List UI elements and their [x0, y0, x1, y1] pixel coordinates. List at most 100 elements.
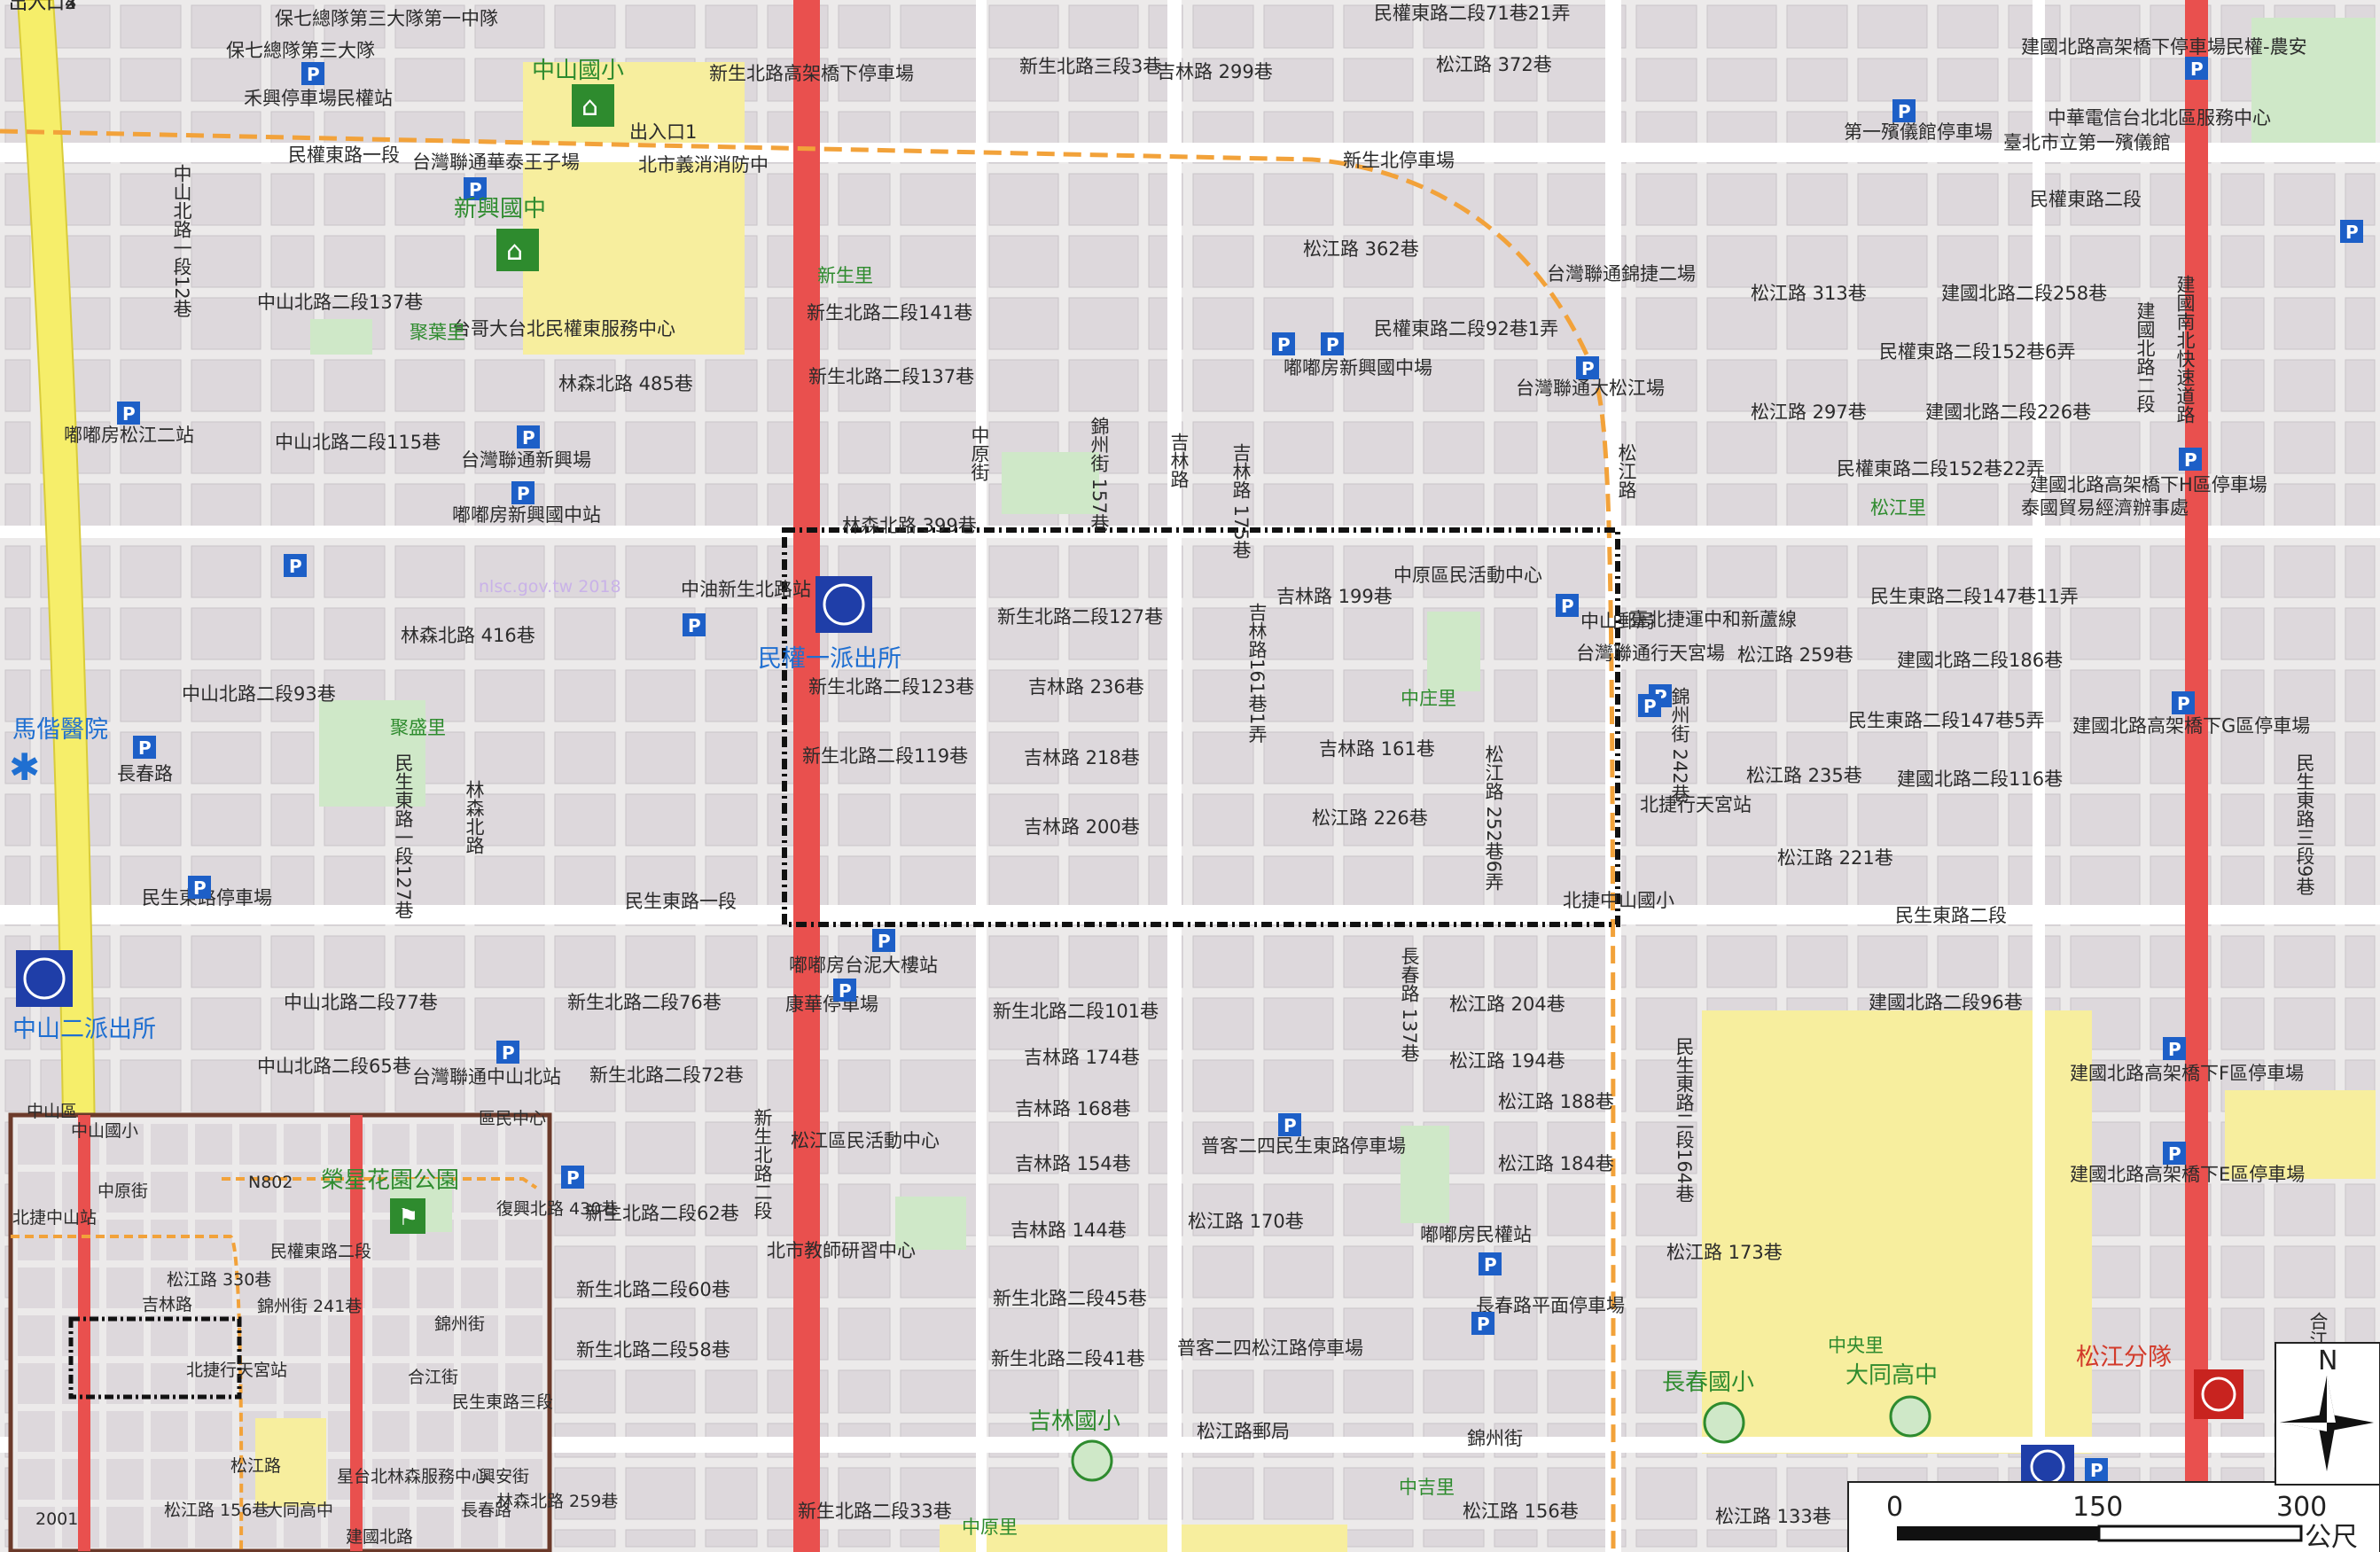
- street-label: 民權東路二段92巷1弄: [1374, 318, 1558, 339]
- street-label: 新生北路二段123巷: [808, 676, 974, 698]
- hospital-icon: ✱: [9, 745, 40, 789]
- svg-text:P: P: [839, 980, 852, 1002]
- street-label: 禾興停車場民權站: [244, 88, 393, 109]
- street-label: 台灣聯通中山北站: [412, 1066, 561, 1088]
- svg-text:⌂: ⌂: [506, 236, 523, 267]
- street-label: 民權東路二段71巷21弄: [1374, 3, 1570, 24]
- north-arrow[interactable]: N: [2275, 1342, 2380, 1486]
- svg-text:P: P: [688, 615, 701, 636]
- inset-label: 民權東路二段: [270, 1242, 371, 1261]
- street-label: 松江路 226巷: [1312, 807, 1428, 829]
- scale-bar[interactable]: 0 150 300 公尺: [1847, 1481, 2380, 1552]
- street-label: 臺北捷運中和新蘆線: [1629, 609, 1797, 630]
- svg-text:P: P: [2168, 1039, 2181, 1060]
- watermark: nlsc.gov.tw 2018: [479, 577, 621, 597]
- school-label-jilin: 吉林國小: [1028, 1408, 1120, 1435]
- study-area-boundary: [782, 527, 1620, 927]
- village-label: 中吉里: [1399, 1477, 1455, 1498]
- svg-text:P: P: [469, 179, 482, 200]
- street-label: 長春路平面停車場: [1476, 1295, 1625, 1316]
- fire-station-icon: [2194, 1369, 2243, 1419]
- police-label-minquan: 民權一派出所: [758, 645, 901, 673]
- village-label: 中庄里: [1401, 688, 1456, 709]
- street-label: 建國北路高架橋下F區停車場: [2070, 1063, 2304, 1084]
- vertical-street-label: 建國南北快速道路: [2174, 275, 2196, 424]
- street-label: 建國北路二段96巷: [1869, 992, 2023, 1013]
- inset-label: 北捷行天宮站: [186, 1361, 287, 1380]
- inset-label: 民生東路三段: [452, 1392, 553, 1412]
- street-label: 新生北路二段119巷: [802, 745, 968, 767]
- vertical-street-label: 中原街: [969, 425, 990, 481]
- inset-label: 松江路: [230, 1456, 281, 1476]
- street-label: 中山北路二段65巷: [257, 1056, 411, 1077]
- street-label: 新生北路二段141巷: [807, 302, 972, 324]
- svg-text:P: P: [2190, 58, 2204, 80]
- inset-label: N802: [248, 1173, 293, 1192]
- svg-text:P: P: [1477, 1314, 1490, 1335]
- vertical-street-label: 民生東路二段164巷: [1674, 1037, 1695, 1203]
- vertical-street-label: 民生東路三段9巷: [2294, 753, 2315, 895]
- street-label: 松江路 372巷: [1436, 54, 1552, 75]
- land-use: [310, 18, 2376, 1552]
- street-label: 新生北路二段127巷: [997, 606, 1163, 628]
- vertical-street-label: 吉林路161巷1弄: [1246, 603, 1268, 744]
- svg-text:⌂: ⌂: [581, 91, 598, 122]
- street-label: 中山北路二段137巷: [257, 292, 423, 313]
- street-label: 建國北路二段226巷: [1925, 402, 2091, 423]
- street-label: 臺北市立第一殯儀館: [2003, 132, 2171, 153]
- street-label: 台灣聯通行天宮場: [1576, 643, 1725, 664]
- street-label: 民權東路二段152巷22弄: [1837, 458, 2045, 480]
- street-label: 松江路 170巷: [1188, 1211, 1304, 1232]
- street-label: 松江路 173巷: [1666, 1242, 1783, 1263]
- street-label: 松江路 297巷: [1751, 402, 1867, 423]
- svg-text:P: P: [2177, 693, 2190, 714]
- street-label: 出入口1: [629, 121, 697, 143]
- svg-text:P: P: [1284, 1115, 1297, 1136]
- scale-tick-300: 300: [2276, 1492, 2327, 1523]
- street-label: 嘟嘟房松江二站: [64, 425, 194, 446]
- vertical-street-label: 松江路 252巷6弄: [1483, 745, 1504, 892]
- shelter-icon: [1071, 1439, 1113, 1482]
- inset-label: 長春路: [461, 1501, 511, 1520]
- street-label: 吉林路 199巷: [1276, 586, 1393, 607]
- street-label: 松江路 221巷: [1777, 847, 1893, 869]
- inset-label: 林森北路 259巷: [496, 1492, 618, 1511]
- svg-text:P: P: [502, 1042, 515, 1064]
- street-label: 建國北路二段186巷: [1897, 650, 2063, 671]
- street-label: 出入口2: [9, 0, 76, 13]
- street-label: 新生北路高架橋下停車場: [709, 63, 914, 84]
- street-label: 新生北路二段137巷: [808, 366, 974, 387]
- vertical-street-label: 民生東路一段127巷: [393, 753, 414, 919]
- metro-line: [0, 129, 1616, 1552]
- street-label: 新生北路二段60巷: [576, 1279, 730, 1300]
- street-label: 吉林路 144巷: [1011, 1220, 1127, 1241]
- inset-label: 復興北路 430巷: [496, 1199, 618, 1219]
- street-label: 中華電信台北北區服務中心: [2048, 107, 2271, 129]
- street-label: 民權東路二段152巷6弄: [1879, 341, 2075, 363]
- park-icon: ⚑: [390, 1198, 425, 1234]
- svg-text:P: P: [1484, 1254, 1497, 1275]
- shelter-icon: [1703, 1401, 1745, 1444]
- street-label: 新生北路二段101巷: [993, 1001, 1159, 1022]
- inset-label: 2001: [35, 1509, 78, 1529]
- svg-text:P: P: [1643, 696, 1657, 717]
- street-label: 新生北路二段33巷: [798, 1501, 952, 1522]
- street-label: 民生東路二段: [1895, 905, 2007, 926]
- street-label: 台灣聯通新興場: [461, 449, 591, 471]
- street-label: 新生北路二段45巷: [993, 1288, 1147, 1309]
- street-label: 松江區民活動中心: [791, 1130, 940, 1151]
- street-label: 林森北路 485巷: [558, 373, 693, 394]
- street-label: 新生北停車場: [1343, 150, 1455, 171]
- vertical-street-label: 松江路: [1616, 443, 1637, 499]
- svg-text:P: P: [517, 483, 530, 504]
- street-label: 長春路: [117, 763, 173, 784]
- street-label: 吉林路 200巷: [1024, 816, 1140, 838]
- police-label-zhongshan2: 中山二派出所: [12, 1016, 156, 1043]
- inset-label: 吉林路: [142, 1295, 192, 1314]
- street-label: 新生北路二段76巷: [567, 992, 722, 1013]
- svg-text:P: P: [522, 427, 535, 448]
- fire-station-label: 松江分隊: [2076, 1344, 2172, 1371]
- scale-unit: 公尺: [2305, 1522, 2358, 1552]
